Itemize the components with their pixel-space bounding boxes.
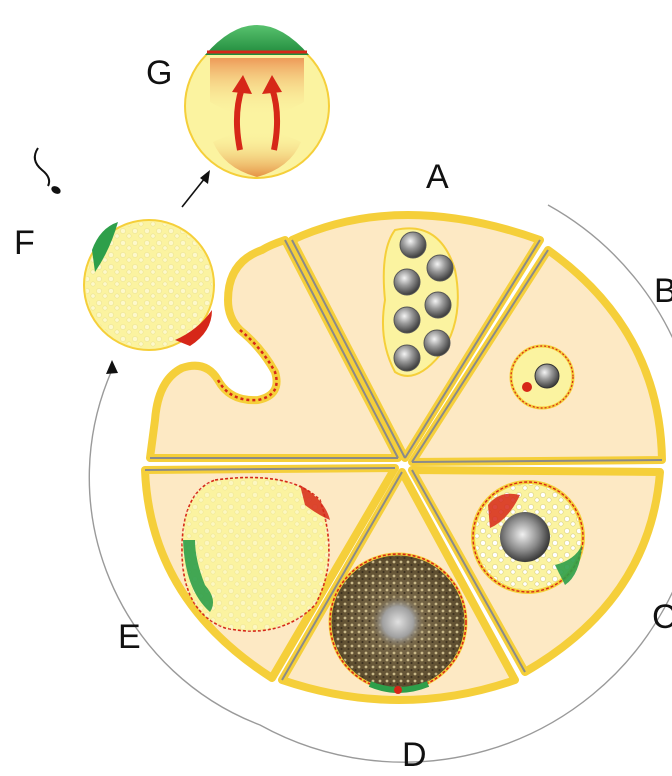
stage-g-zygote (185, 25, 329, 178)
arrow-f-to-g (182, 170, 210, 207)
label-a: A (426, 160, 449, 194)
label-b: B (654, 274, 672, 308)
stage-e-oocyte (182, 478, 330, 632)
sperm-icon (35, 148, 62, 196)
label-f: F (14, 226, 35, 260)
label-e: E (118, 620, 141, 654)
stage-f-egg (84, 220, 214, 350)
label-g: G (146, 56, 172, 90)
label-d: D (402, 738, 427, 772)
stage-c-oocyte (473, 482, 583, 592)
label-c: C (652, 600, 672, 634)
outer-arc-arrowhead (106, 360, 118, 374)
stage-b-oocyte (511, 346, 573, 408)
